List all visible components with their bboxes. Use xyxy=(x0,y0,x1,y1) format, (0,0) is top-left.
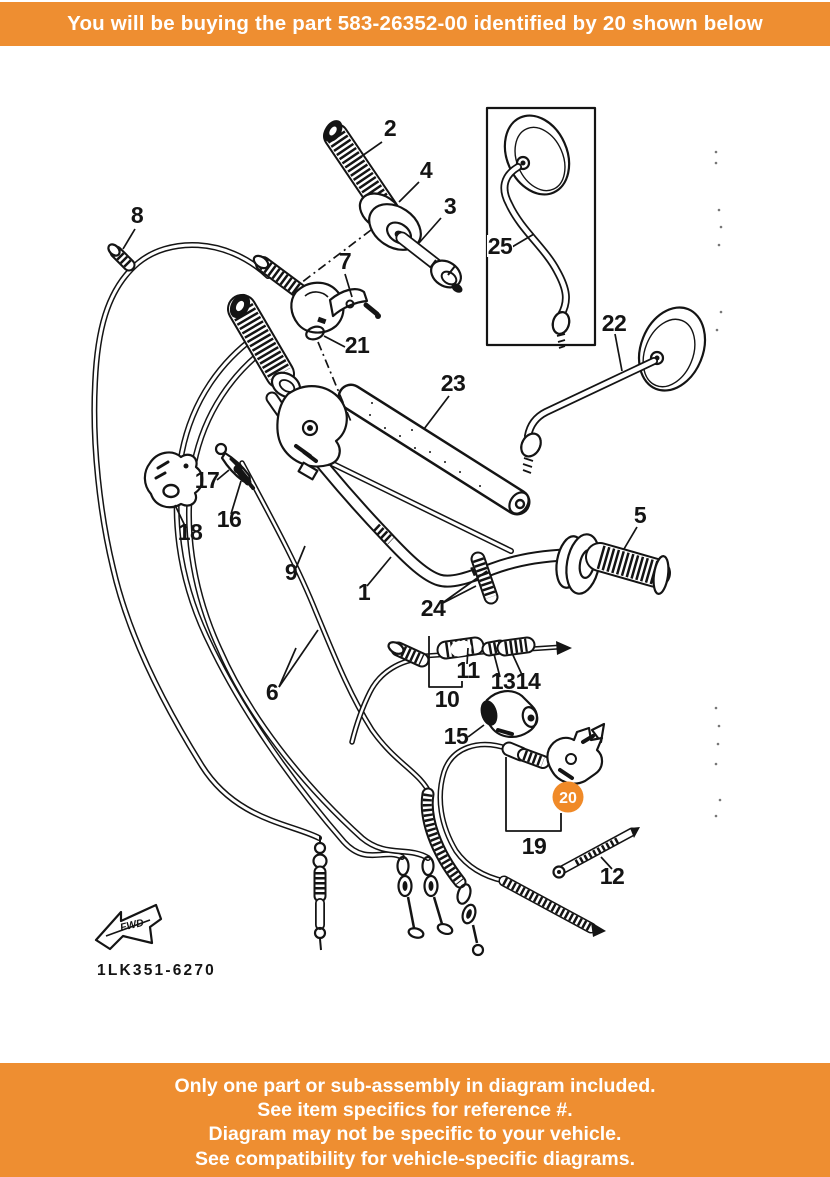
part-label-25: 25 xyxy=(488,233,513,259)
bottom-banner-line-1: Only one part or sub-assembly in diagram… xyxy=(174,1075,656,1097)
mirror-22 xyxy=(520,306,707,474)
part-label-19: 19 xyxy=(522,833,547,859)
part-label-10: 10 xyxy=(435,686,460,712)
cable-set xyxy=(91,241,431,861)
bottom-banner-line-2: See item specifics for reference #. xyxy=(257,1099,573,1122)
part-label-23: 23 xyxy=(441,370,466,396)
part-label-14: 14 xyxy=(516,668,541,694)
crossbar-pad-23 xyxy=(337,383,531,516)
fwd-arrow: FWD xyxy=(94,903,163,951)
part-label-3: 3 xyxy=(444,193,456,219)
part-label-16: 16 xyxy=(217,506,242,532)
clamp-18 xyxy=(143,451,204,509)
part-label-11: 11 xyxy=(456,657,480,683)
part-label-18: 18 xyxy=(178,519,203,545)
bottom-banner: Only one part or sub-assembly in diagram… xyxy=(0,1063,830,1177)
part-label-6: 6 xyxy=(266,679,278,705)
part-label-13: 13 xyxy=(491,668,516,694)
rod-12 xyxy=(552,827,640,879)
lever-7 xyxy=(328,288,381,319)
part-label-17: 17 xyxy=(195,467,220,493)
badge-label: 20 xyxy=(559,790,577,807)
bottom-banner-line-4: See compatibility for vehicle-specific d… xyxy=(195,1147,635,1170)
fwd-arrow-label: FWD xyxy=(119,917,145,934)
starter-cable-9 xyxy=(239,460,467,889)
leader-lines xyxy=(122,141,638,870)
perch-housing xyxy=(252,254,345,334)
part-label-5: 5 xyxy=(634,502,647,528)
part-20-lever-holder xyxy=(546,722,606,785)
part-label-15: 15 xyxy=(444,723,469,749)
label-25-backing xyxy=(487,235,513,257)
axis-line-2 xyxy=(317,341,353,425)
cable-holder-15 xyxy=(480,690,539,738)
screw-16 xyxy=(233,464,255,490)
left-grip-assembly xyxy=(227,293,348,481)
diagram-code: 1LK351-6270 xyxy=(97,962,216,979)
grip-5 xyxy=(555,533,671,595)
mirror-25 xyxy=(485,106,597,349)
bottom-banner-line-3: Diagram may not be specific to your vehi… xyxy=(208,1123,622,1146)
adjuster-row xyxy=(349,636,572,745)
handlebar-1 xyxy=(265,391,573,588)
cable-cap-8 xyxy=(107,243,136,272)
top-banner-text: You will be buying the part 583-26352-00… xyxy=(67,12,763,35)
top-banner: You will be buying the part 583-26352-00… xyxy=(0,2,830,46)
cable-19-assembly xyxy=(437,722,606,937)
part-label-8: 8 xyxy=(131,202,144,228)
part-label-24: 24 xyxy=(421,595,446,621)
throttle-tube-3 xyxy=(395,231,463,293)
part-label-1: 1 xyxy=(358,579,371,605)
part-labels: 1 2 3 4 5 6 7 8 9 10 11 12 13 14 15 16 1… xyxy=(131,115,648,889)
part-label-22: 22 xyxy=(602,310,627,336)
assembly-axis-line xyxy=(296,229,372,287)
highlight-badge-20: 20 xyxy=(552,781,584,813)
bar-clamp-24 xyxy=(470,551,499,605)
pad-speckles xyxy=(369,402,481,487)
part-label-4: 4 xyxy=(420,157,433,183)
nut-21 xyxy=(305,325,325,341)
part-label-7: 7 xyxy=(339,248,351,274)
part-label-2: 2 xyxy=(384,115,396,141)
part-label-21: 21 xyxy=(345,332,370,358)
scan-specks xyxy=(714,150,723,818)
part-label-12: 12 xyxy=(600,863,625,889)
part-label-9: 9 xyxy=(285,559,297,585)
cable-end-fittings xyxy=(312,836,485,957)
